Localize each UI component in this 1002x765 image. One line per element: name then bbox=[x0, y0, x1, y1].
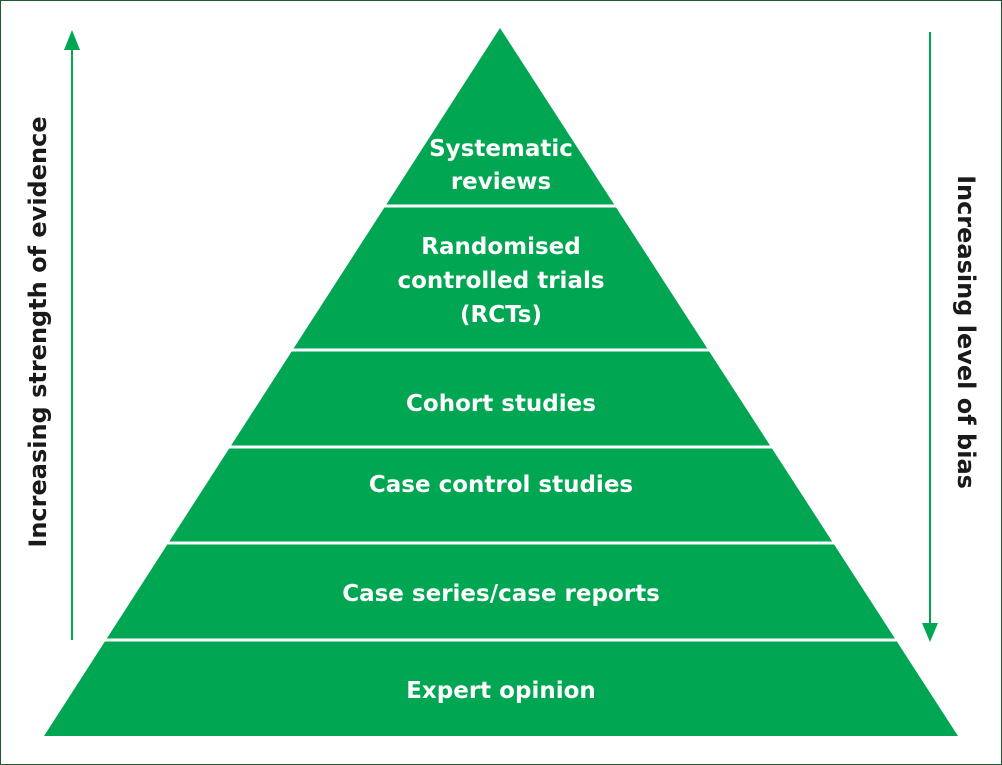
tier-label: controlled trials bbox=[397, 268, 604, 294]
right-axis-label: Increasing level of bias bbox=[952, 175, 980, 489]
tier-label: Expert opinion bbox=[406, 678, 596, 704]
tier-label: Case series/case reports bbox=[342, 581, 660, 607]
pyramid-tier-4: Case control studies bbox=[369, 472, 633, 498]
left-axis-label: Increasing strength of evidence bbox=[24, 116, 52, 547]
tier-separators bbox=[104, 204, 897, 642]
tier-label: reviews bbox=[451, 169, 551, 195]
evidence-pyramid bbox=[44, 28, 958, 736]
pyramid-shape bbox=[44, 28, 958, 736]
tier-label: Case control studies bbox=[369, 472, 633, 498]
tier-label: Randomised bbox=[421, 234, 580, 260]
pyramid-tier-2: Randomised controlled trials (RCTs) bbox=[397, 234, 604, 328]
pyramid-tier-6: Expert opinion bbox=[406, 678, 596, 704]
right-axis: Increasing level of bias bbox=[922, 32, 980, 642]
tier-label: Cohort studies bbox=[406, 391, 596, 417]
pyramid-tier-3: Cohort studies bbox=[406, 391, 596, 417]
tier-label: Systematic bbox=[429, 136, 573, 162]
pyramid-tier-5: Case series/case reports bbox=[342, 581, 660, 607]
down-arrow-icon bbox=[922, 623, 938, 642]
tier-label: (RCTs) bbox=[460, 302, 542, 328]
pyramid-tier-1: Systematic reviews bbox=[429, 136, 573, 195]
up-arrow-icon bbox=[64, 30, 80, 50]
left-axis: Increasing strength of evidence bbox=[24, 30, 80, 640]
